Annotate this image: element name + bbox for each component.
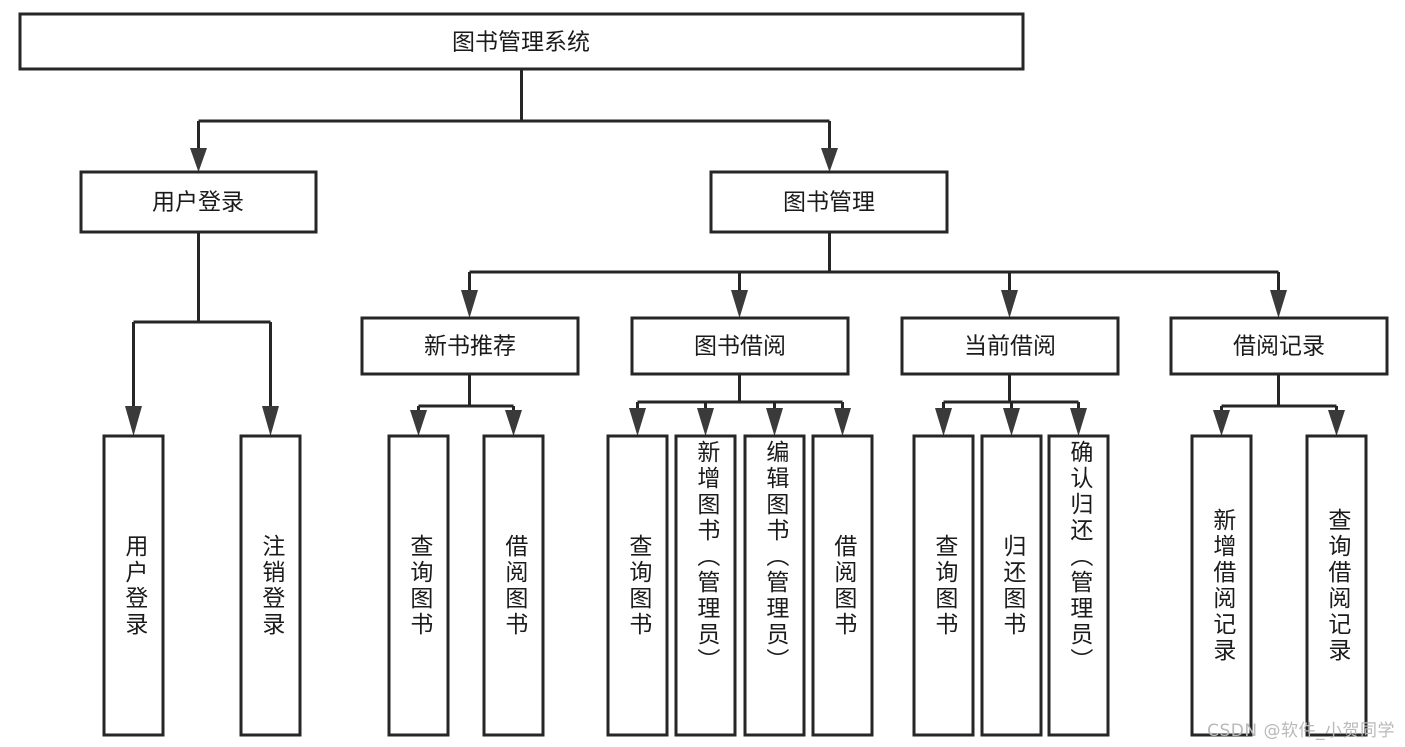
arrow-leaf-add-book bbox=[697, 408, 714, 436]
arrow-leaf-query-book-2 bbox=[629, 408, 646, 436]
node-borrow-record-label: 借阅记录 bbox=[1233, 334, 1325, 360]
node-leaf-add-book-box[interactable] bbox=[674, 434, 737, 737]
node-current-borrow-label: 当前借阅 bbox=[964, 334, 1056, 360]
node-leaf-edit-book-box[interactable] bbox=[743, 434, 806, 737]
node-book-manage-label: 图书管理 bbox=[783, 190, 875, 216]
node-book-borrow[interactable]: 图书借阅 bbox=[630, 316, 850, 376]
node-leaf-user-logout-box[interactable] bbox=[239, 434, 302, 737]
node-book-manage[interactable]: 图书管理 bbox=[709, 170, 949, 234]
arrow-leaf-user-logout bbox=[262, 406, 279, 436]
arrow-leaf-confirm-return bbox=[1070, 408, 1087, 436]
node-user-login-box[interactable] bbox=[79, 170, 318, 234]
arrow-leaf-borrow-book-2 bbox=[834, 408, 851, 436]
node-user-login[interactable]: 用户登录 bbox=[79, 170, 318, 234]
node-leaf-borrow-book-2-box[interactable] bbox=[811, 434, 874, 737]
node-user-login-label: 用户登录 bbox=[152, 190, 244, 216]
arrow-borrow-record bbox=[1270, 290, 1287, 318]
node-leaf-query-book-3-box[interactable] bbox=[912, 434, 975, 737]
arrow-book-borrow bbox=[731, 290, 748, 318]
arrow-leaf-borrow-book-1 bbox=[505, 410, 522, 436]
leaf-node-group bbox=[102, 434, 1368, 737]
node-new-book-recommend-label: 新书推荐 bbox=[424, 334, 516, 360]
arrow-leaf-add-record bbox=[1213, 410, 1230, 436]
arrow-current-borrow bbox=[1001, 290, 1018, 318]
node-root[interactable]: 图书管理系统 bbox=[18, 12, 1025, 71]
node-borrow-record-box[interactable] bbox=[1169, 316, 1389, 376]
node-current-borrow-box[interactable] bbox=[900, 316, 1120, 376]
node-borrow-record[interactable]: 借阅记录 bbox=[1169, 316, 1389, 376]
arrow-new-book-recommend bbox=[461, 290, 478, 318]
edge-group bbox=[125, 69, 1345, 436]
node-root-box[interactable] bbox=[18, 12, 1025, 71]
node-leaf-return-book-box[interactable] bbox=[980, 434, 1043, 737]
node-leaf-confirm-return-box[interactable] bbox=[1047, 434, 1110, 737]
node-new-book-recommend-box[interactable] bbox=[360, 316, 580, 376]
arrow-user-login bbox=[190, 148, 207, 172]
arrow-leaf-query-book-3 bbox=[935, 408, 952, 436]
node-leaf-borrow-book-1-box[interactable] bbox=[482, 434, 545, 737]
arrow-book-manage bbox=[821, 148, 838, 172]
node-leaf-query-book-1-box[interactable] bbox=[387, 434, 450, 737]
arrow-leaf-query-book-1 bbox=[410, 410, 427, 436]
node-leaf-query-book-2-box[interactable] bbox=[606, 434, 669, 737]
node-book-borrow-box[interactable] bbox=[630, 316, 850, 376]
node-new-book-recommend[interactable]: 新书推荐 bbox=[360, 316, 580, 376]
node-leaf-add-record-box[interactable] bbox=[1190, 434, 1253, 737]
node-leaf-user-login-box[interactable] bbox=[102, 434, 165, 737]
node-current-borrow[interactable]: 当前借阅 bbox=[900, 316, 1120, 376]
node-leaf-query-record-box[interactable] bbox=[1305, 434, 1368, 737]
node-book-borrow-label: 图书借阅 bbox=[694, 334, 786, 360]
node-book-manage-box[interactable] bbox=[709, 170, 949, 234]
arrow-leaf-edit-book bbox=[766, 408, 783, 436]
watermark: CSDN @软件_小贺同学 bbox=[1207, 721, 1395, 741]
arrow-leaf-return-book bbox=[1003, 408, 1020, 436]
node-root-label: 图书管理系统 bbox=[452, 30, 590, 56]
arrow-leaf-query-record bbox=[1328, 410, 1345, 436]
arrow-leaf-user-login bbox=[125, 406, 142, 436]
